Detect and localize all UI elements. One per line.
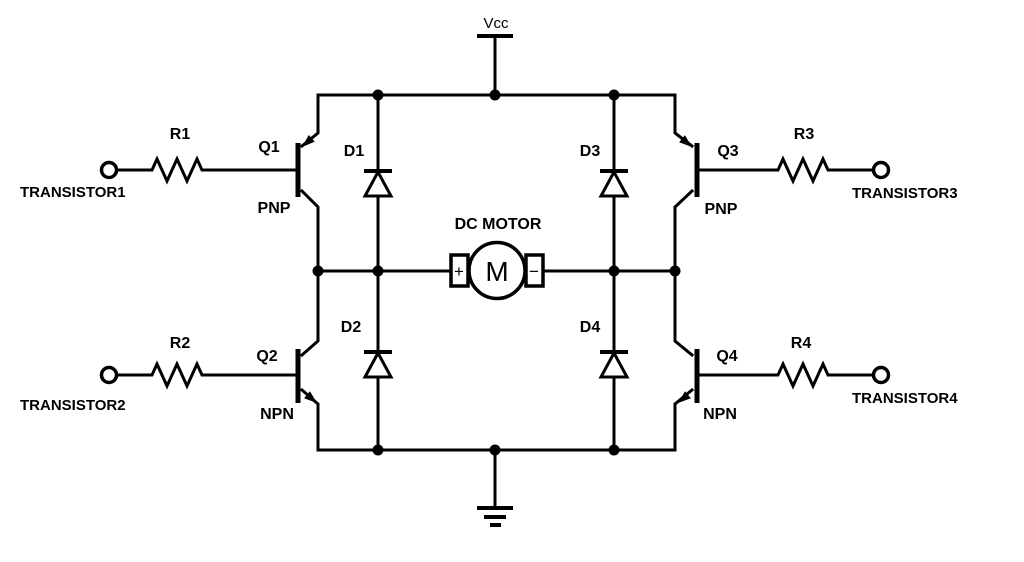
transistor1-label: TRANSISTOR1 (20, 184, 126, 201)
junction-dot (608, 444, 620, 456)
motor-plus-label: + (454, 262, 464, 281)
r3-ref-label: R3 (794, 126, 815, 143)
resistor-r1: R1 (117, 126, 296, 185)
q4-type-label: NPN (703, 406, 737, 423)
dc-motor: + − M DC MOTOR (449, 216, 545, 301)
q1-type-label: PNP (258, 200, 291, 217)
q4-collector-wire (673, 269, 695, 358)
junction-dot (608, 265, 620, 277)
q3-ref-label: Q3 (717, 143, 738, 160)
transistor-q4: Q4 NPN (673, 269, 738, 452)
transistor3-label: TRANSISTOR3 (852, 185, 958, 202)
vcc-supply: Vcc (477, 15, 513, 97)
transistor2-label: TRANSISTOR2 (20, 397, 126, 414)
q3-pnp-arrow-icon (679, 135, 692, 147)
junction-dots (312, 89, 681, 456)
diode-d2: D2 (341, 269, 394, 452)
q2-collector-wire (299, 269, 320, 358)
junction-dot (372, 444, 384, 456)
diode-d4: D4 (580, 269, 630, 452)
motor-minus-label: − (529, 262, 539, 281)
q3-type-label: PNP (705, 201, 738, 218)
terminal-transistor3: TRANSISTOR3 (852, 160, 958, 202)
motor-body-icon (467, 240, 527, 301)
transistor-q3: Q3 PNP (673, 93, 739, 273)
d4-triangle-icon (598, 349, 630, 379)
motor-letter-label: M (485, 256, 508, 287)
terminal-transistor1: TRANSISTOR1 (20, 160, 126, 201)
transistor1-terminal-icon (99, 160, 119, 180)
transistor4-label: TRANSISTOR4 (852, 390, 958, 407)
r3-body (699, 155, 873, 185)
q1-pnp-arrow-icon (302, 135, 315, 147)
q4-ref-label: Q4 (716, 348, 737, 365)
junction-dot (489, 89, 501, 101)
terminal-transistor2: TRANSISTOR2 (20, 365, 126, 414)
transistor-q2: Q2 NPN (256, 269, 320, 452)
d2-triangle-icon (362, 349, 394, 379)
junction-dot (372, 265, 384, 277)
q1-collector-wire (299, 188, 320, 273)
r1-body (117, 155, 296, 185)
resistor-r2: R2 (117, 335, 296, 390)
motor-title-label: DC MOTOR (455, 216, 542, 233)
vcc-label: Vcc (483, 15, 509, 32)
r4-body (699, 360, 873, 390)
r2-body (117, 360, 296, 390)
q3-collector-wire (673, 188, 695, 273)
r1-ref-label: R1 (170, 126, 191, 143)
r2-ref-label: R2 (170, 335, 191, 352)
d4-ref-label: D4 (580, 319, 601, 336)
transistor3-terminal-icon (871, 160, 891, 180)
transistor-q1: Q1 PNP (258, 93, 320, 273)
diode-d3: D3 (580, 93, 630, 273)
d3-triangle-icon (598, 168, 630, 198)
transistor4-terminal-icon (871, 365, 891, 385)
junction-dot (669, 265, 681, 277)
q2-type-label: NPN (260, 406, 294, 423)
junction-dot (312, 265, 324, 277)
d1-ref-label: D1 (344, 143, 365, 160)
junction-dot (608, 89, 620, 101)
d2-ref-label: D2 (341, 319, 362, 336)
d3-ref-label: D3 (580, 143, 601, 160)
resistor-r4: R4 (699, 335, 873, 390)
q4-npn-arrow-icon (678, 391, 691, 403)
diode-d1: D1 (344, 93, 394, 273)
d1-triangle-icon (362, 168, 394, 198)
terminal-transistor4: TRANSISTOR4 (852, 365, 958, 407)
ground-symbol (477, 448, 513, 527)
junction-dot (372, 89, 384, 101)
r4-ref-label: R4 (791, 335, 812, 352)
q2-ref-label: Q2 (256, 348, 277, 365)
junction-dot (489, 444, 501, 456)
transistor2-terminal-icon (99, 365, 119, 385)
resistor-r3: R3 (699, 126, 873, 185)
q1-ref-label: Q1 (258, 139, 279, 156)
q2-npn-arrow-icon (304, 391, 317, 403)
